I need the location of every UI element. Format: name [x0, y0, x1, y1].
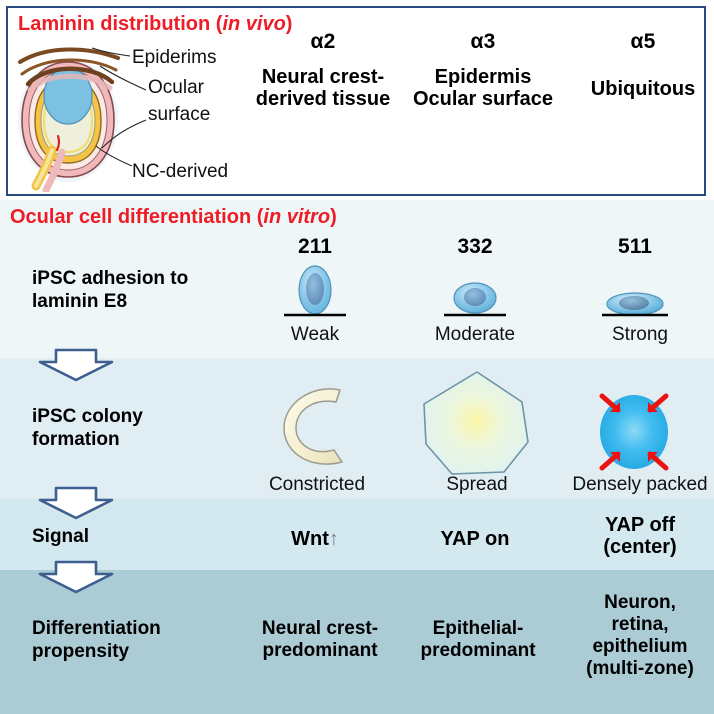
alpha2-description: Neural crest- derived tissue: [255, 66, 391, 111]
colony-value-spread: Spread: [446, 474, 508, 495]
alpha2-heading: α2: [310, 30, 336, 53]
colony-icon-spread: [418, 368, 536, 478]
band-adhesion: [0, 200, 714, 358]
laminin-number-511: 511: [618, 235, 652, 258]
eye-diagram: [12, 32, 132, 192]
label-epidermis: Epiderims: [132, 47, 217, 68]
wnt-up-arrow-icon: ↑: [328, 528, 339, 550]
in-vivo-title-italic: in vivo: [222, 13, 286, 35]
signal-value-yap-off: YAP off (center): [603, 514, 677, 558]
flow-arrow-1-icon: [38, 348, 114, 382]
flow-arrow-3-icon: [38, 560, 114, 594]
alpha5-heading: α5: [630, 30, 656, 53]
alpha3-heading: α3: [470, 30, 496, 53]
row-label-adhesion: iPSC adhesion to laminin E8: [32, 268, 189, 312]
in-vitro-title-close: ): [330, 206, 337, 228]
in-vivo-title: Laminin distribution (in vivo): [18, 13, 292, 36]
alpha3-description: Epidermis Ocular surface: [412, 66, 554, 111]
colony-value-densely-packed: Densely packed: [572, 474, 708, 495]
row-label-differentiation: Differentiation propensity: [32, 618, 161, 662]
in-vivo-title-close: ): [285, 13, 293, 35]
differentiation-value-multizone: Neuron, retina, epithelium (multi-zone): [586, 592, 694, 679]
colony-value-constricted: Constricted: [268, 474, 366, 495]
band-colony: [0, 358, 714, 498]
in-vivo-column-alpha5: α5 Ubiquitous: [564, 30, 714, 100]
row-label-signal: Signal: [32, 526, 90, 547]
in-vitro-title-main: Ocular cell differentiation (: [10, 206, 264, 228]
alpha5-description: Ubiquitous: [590, 78, 696, 100]
differentiation-value-epithelial: Epithelial- predominant: [420, 618, 536, 661]
cell-icon-strong-adhesion: [592, 262, 678, 328]
laminin-number-332: 332: [457, 235, 493, 258]
label-ocular-surface-line2: surface: [148, 104, 211, 125]
cell-icon-weak-adhesion: [272, 262, 358, 328]
signal-value-yap-on: YAP on: [440, 528, 510, 550]
in-vitro-title: Ocular cell differentiation (in vitro): [10, 206, 337, 229]
in-vivo-panel: Laminin distribution (in vivo): [6, 6, 706, 196]
label-ocular-surface-line1: Ocular: [148, 77, 204, 98]
colony-icon-densely-packed: [582, 382, 686, 482]
cell-icon-moderate-adhesion: [432, 262, 518, 328]
adhesion-value-weak: Weak: [290, 324, 340, 345]
band-signal: [0, 498, 714, 570]
colony-icon-constricted: [262, 376, 372, 476]
flow-arrow-2-icon: [38, 486, 114, 520]
label-nc-derived: NC-derived: [132, 161, 229, 182]
in-vivo-column-alpha3: α3 Epidermis Ocular surface: [404, 30, 562, 111]
in-vitro-title-italic: in vitro: [263, 206, 331, 228]
signal-wnt-text: Wnt: [291, 528, 329, 550]
band-differentiation: [0, 570, 714, 714]
adhesion-value-moderate: Moderate: [434, 324, 516, 345]
signal-value-wnt: Wnt↑: [255, 528, 375, 550]
adhesion-value-strong: Strong: [612, 324, 668, 345]
row-label-colony: iPSC colony formation: [32, 406, 143, 450]
in-vivo-title-main: Laminin distribution (: [18, 13, 223, 35]
differentiation-value-neural-crest: Neural crest- predominant: [261, 618, 379, 661]
in-vivo-column-alpha2: α2 Neural crest- derived tissue: [243, 30, 403, 111]
laminin-number-211: 211: [298, 235, 332, 258]
